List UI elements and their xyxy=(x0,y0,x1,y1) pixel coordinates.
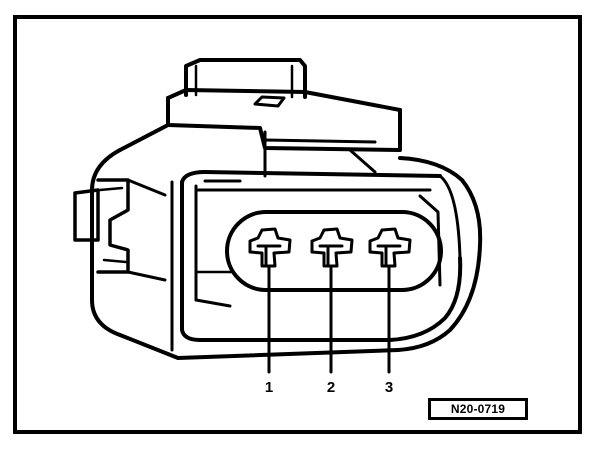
connector-latch xyxy=(166,58,402,178)
pin-3-terminal xyxy=(368,227,412,268)
connector-shroud xyxy=(180,170,463,342)
figure-reference-code: N20-0719 xyxy=(428,398,528,420)
connector-housing xyxy=(90,123,483,360)
pin-2-label: 2 xyxy=(327,379,335,396)
pin-1-label: 1 xyxy=(265,379,273,396)
connector-pin-face xyxy=(225,210,443,292)
pin-3-label: 3 xyxy=(385,379,393,396)
connector-side-clip xyxy=(73,178,167,282)
pin-2-terminal xyxy=(310,227,354,268)
figure-frame xyxy=(13,15,582,434)
pin-1-terminal xyxy=(248,227,292,268)
